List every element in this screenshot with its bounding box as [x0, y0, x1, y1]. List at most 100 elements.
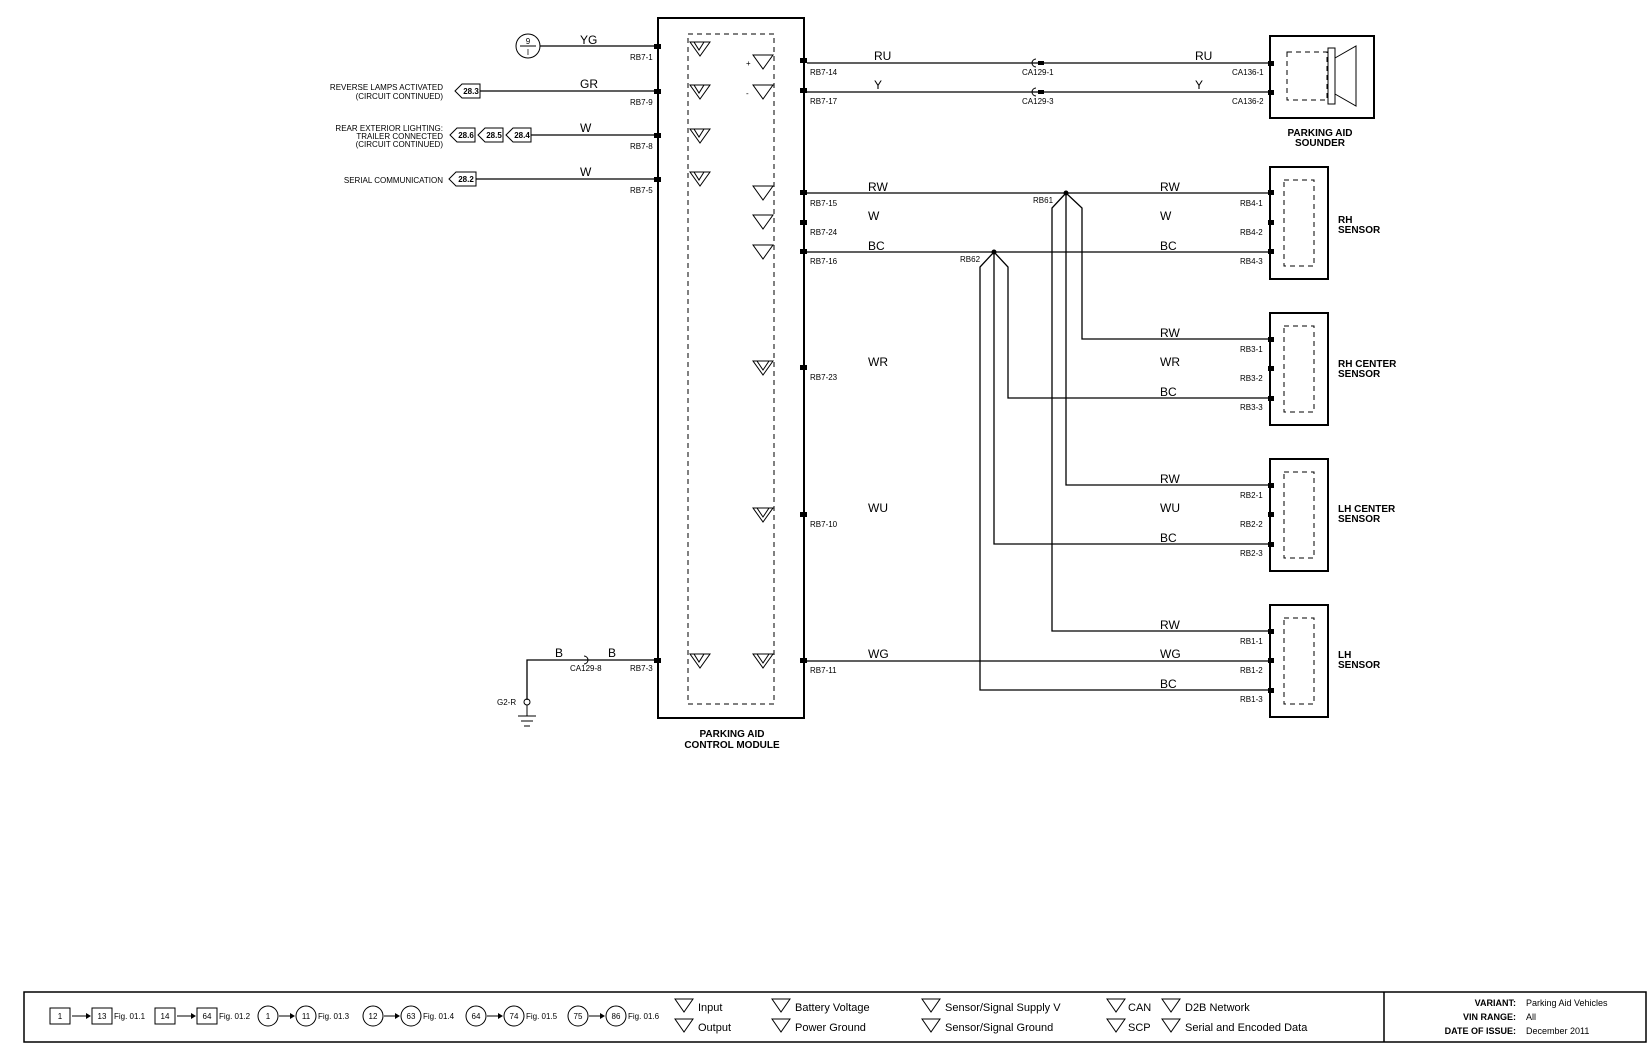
svg-text:RW: RW — [1160, 180, 1180, 194]
lh-sensor[interactable]: RW WG BC RB1-1 RB1-2 RB1-3 LH SENSOR — [1160, 604, 1381, 718]
svg-text:RB1-1: RB1-1 — [1240, 637, 1263, 646]
svg-text:75: 75 — [574, 1012, 583, 1021]
svg-text:RB3-1: RB3-1 — [1240, 345, 1263, 354]
wire-color-label: RU — [874, 49, 891, 63]
legend-fig-group-5: 64 74 Fig. 01.5 — [465, 1005, 558, 1027]
pin-label: CA136-2 — [1232, 97, 1264, 106]
svg-text:28.5: 28.5 — [486, 131, 502, 140]
legend-symbol-scp: SCP — [1106, 1018, 1151, 1034]
pin-label: RB7-23 — [810, 373, 838, 382]
legend-fig-group-4: 12 63 Fig. 01.4 — [362, 1005, 455, 1027]
legend-symbol-can: CAN — [1106, 998, 1151, 1014]
pin-label: RB7-11 — [810, 666, 837, 675]
wire-color-label: B — [555, 646, 563, 660]
svg-text:RW: RW — [1160, 326, 1180, 340]
svg-text:TRAILER CONNECTED: TRAILER CONNECTED — [356, 132, 443, 141]
legend-symbol-output: Output — [674, 1018, 731, 1034]
svg-text:11: 11 — [302, 1012, 311, 1021]
legend-block: 1 13 Fig. 01.1 14 64 Fig. 01.2 1 11 Fig.… — [23, 991, 1647, 1043]
svg-text:Fig. 01.2: Fig. 01.2 — [219, 1012, 251, 1021]
svg-text:Output: Output — [698, 1022, 731, 1034]
svg-text:BC: BC — [1160, 239, 1177, 253]
pin-label: RB7-5 — [630, 186, 653, 195]
ground-icon — [518, 705, 536, 727]
svg-text:28.6: 28.6 — [458, 131, 474, 140]
wire-color-label: B — [608, 646, 616, 660]
svg-text:14: 14 — [161, 1012, 170, 1021]
pin-label: RB7-9 — [630, 98, 653, 107]
svg-text:BC: BC — [1160, 531, 1177, 545]
pin-label: CA136-1 — [1232, 68, 1264, 77]
svg-text:1: 1 — [58, 1012, 63, 1021]
rh-center-sensor[interactable]: RW WR BC RB3-1 RB3-2 RB3-3 RH CENTER SEN… — [1160, 312, 1397, 426]
pin-label: RB7-3 — [630, 664, 653, 673]
svg-text:WR: WR — [1160, 355, 1180, 369]
legend-symbol-d2b: D2B Network — [1161, 998, 1250, 1014]
svg-text:Fig. 01.5: Fig. 01.5 — [526, 1012, 558, 1021]
splice-label: RB61 — [1033, 196, 1054, 205]
wire-color-label: W — [580, 121, 592, 135]
svg-text:Serial and Encoded Data: Serial and Encoded Data — [1185, 1022, 1308, 1034]
svg-text:REAR EXTERIOR LIGHTING:: REAR EXTERIOR LIGHTING: — [335, 124, 443, 133]
svg-text:D2B Network: D2B Network — [1185, 1002, 1250, 1014]
svg-text:VARIANT:: VARIANT: — [1475, 998, 1516, 1008]
parking-aid-sounder[interactable]: CA136-1 CA136-2 PARKING AID SOUNDER — [1232, 35, 1375, 149]
lh-center-sensor[interactable]: RW WU BC RB2-1 RB2-2 RB2-3 LH CENTER SEN… — [1160, 458, 1396, 572]
svg-text:W: W — [1160, 209, 1172, 223]
sensor-name: SENSOR — [1338, 225, 1381, 236]
sensor-name: RH CENTER — [1338, 359, 1397, 370]
svg-text:WG: WG — [1160, 647, 1181, 661]
sounder-name-line1: PARKING AID — [1288, 128, 1353, 139]
left-circuits: 9 I YG RB7-1 REVERSE LAMPS ACTIVATED (CI… — [330, 33, 661, 727]
legend-fig-group-6: 75 86 Fig. 01.6 — [567, 1005, 660, 1027]
svg-text:Fig. 01.4: Fig. 01.4 — [423, 1012, 455, 1021]
svg-text:Sensor/Signal Supply V: Sensor/Signal Supply V — [945, 1002, 1061, 1014]
sensor-name: SENSOR — [1338, 514, 1381, 525]
svg-text:Fig. 01.6: Fig. 01.6 — [628, 1012, 660, 1021]
wire-color-label: YG — [580, 33, 597, 47]
svg-text:RB3-2: RB3-2 — [1240, 374, 1263, 383]
svg-text:RB2-1: RB2-1 — [1240, 491, 1263, 500]
pin-label: RB7-15 — [810, 199, 838, 208]
svg-text:RB2-2: RB2-2 — [1240, 520, 1263, 529]
module-name-line2: CONTROL MODULE — [684, 740, 780, 751]
rh-sensor[interactable]: RW W BC RB4-1 RB4-2 RB4-3 RH SENSOR — [1160, 166, 1381, 280]
parking-aid-control-module[interactable]: PARKING AID CONTROL MODULE + - — [657, 17, 805, 751]
svg-text:SERIAL COMMUNICATION: SERIAL COMMUNICATION — [344, 176, 443, 185]
pin-label: RB7-1 — [630, 53, 653, 62]
sensor-name: SENSOR — [1338, 369, 1381, 380]
svg-text:Input: Input — [698, 1002, 722, 1014]
svg-text:WU: WU — [1160, 501, 1180, 515]
inline-connector-label: CA129-8 — [570, 664, 602, 673]
sounder-wires: RU Y RU Y CA129-1 CA129-3 — [807, 49, 1272, 106]
svg-text:Battery Voltage: Battery Voltage — [795, 1002, 870, 1014]
splice-label: RB62 — [960, 255, 981, 264]
legend-fig-group-2: 14 64 Fig. 01.2 — [154, 1007, 251, 1025]
svg-text:RB4-2: RB4-2 — [1240, 228, 1263, 237]
svg-text:1: 1 — [266, 1012, 271, 1021]
svg-text:Fig. 01.3: Fig. 01.3 — [318, 1012, 350, 1021]
svg-text:RB4-3: RB4-3 — [1240, 257, 1263, 266]
svg-text:Fig. 01.1: Fig. 01.1 — [114, 1012, 146, 1021]
svg-text:12: 12 — [369, 1012, 378, 1021]
svg-text:DATE OF ISSUE:: DATE OF ISSUE: — [1445, 1026, 1516, 1036]
sensor-harness: RB61 RB62 RW W BC WR WU WG — [807, 180, 1272, 691]
svg-text:28.3: 28.3 — [463, 87, 479, 96]
svg-text:RB2-3: RB2-3 — [1240, 549, 1263, 558]
svg-text:RW: RW — [1160, 618, 1180, 632]
svg-text:74: 74 — [510, 1012, 519, 1021]
wire-color-label: WR — [868, 355, 888, 369]
ground-point-label: G2-R — [497, 698, 516, 707]
wire-color-label: WG — [868, 647, 889, 661]
svg-text:BC: BC — [1160, 385, 1177, 399]
svg-text:28.2: 28.2 — [458, 175, 474, 184]
wire-color-label: RU — [1195, 49, 1212, 63]
svg-text:Power Ground: Power Ground — [795, 1022, 866, 1034]
title-block-meta: VARIANT: Parking Aid Vehicles VIN RANGE:… — [1445, 998, 1608, 1036]
legend-symbol-power-ground: Power Ground — [771, 1018, 866, 1034]
pin-label: RB7-17 — [810, 97, 838, 106]
inline-connector-label: CA129-3 — [1022, 97, 1054, 106]
svg-text:SCP: SCP — [1128, 1022, 1151, 1034]
svg-text:RB1-2: RB1-2 — [1240, 666, 1263, 675]
svg-text:9: 9 — [526, 37, 531, 46]
